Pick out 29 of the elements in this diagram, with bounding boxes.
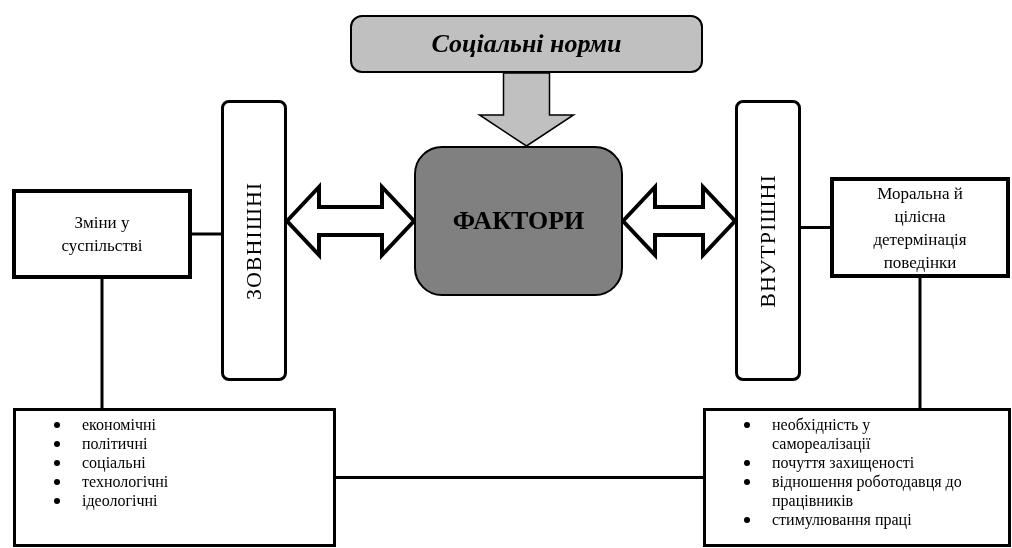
factors-box xyxy=(414,146,623,296)
connector-line xyxy=(801,226,830,229)
list-item: соціальні xyxy=(82,453,146,472)
connector-line xyxy=(336,476,703,479)
connector-line xyxy=(100,279,104,408)
category-bar xyxy=(735,100,801,381)
box-text: Зміни у суспільстві xyxy=(60,212,144,257)
double-arrow xyxy=(620,181,738,261)
box-title: Соціальні норми xyxy=(431,29,622,59)
list-item: ідеологічні xyxy=(82,491,158,510)
connector-line xyxy=(192,232,221,236)
process-box xyxy=(830,177,1010,278)
list-item: економічні xyxy=(82,415,156,434)
connector-line xyxy=(918,278,922,408)
list-item: технологічні xyxy=(82,472,169,491)
block-arrow xyxy=(477,72,576,147)
box-title: ФАКТОРИ xyxy=(452,206,585,236)
list-box xyxy=(13,408,336,547)
double-arrow xyxy=(284,181,417,261)
list-box xyxy=(703,408,1011,547)
box-text: Моральна й цілісна детермінація поведінки xyxy=(872,182,968,274)
list-item: стимулювання праці xyxy=(772,510,912,529)
process-box xyxy=(12,189,192,279)
list-item: почуття захищеності xyxy=(772,453,915,472)
list-item: політичні xyxy=(82,434,148,453)
category-bar xyxy=(221,100,287,381)
vertical-label: ВНУТРІШНІ xyxy=(755,173,781,308)
vertical-label: ЗОВНІШНІ xyxy=(241,181,267,300)
norms-box xyxy=(350,15,703,73)
